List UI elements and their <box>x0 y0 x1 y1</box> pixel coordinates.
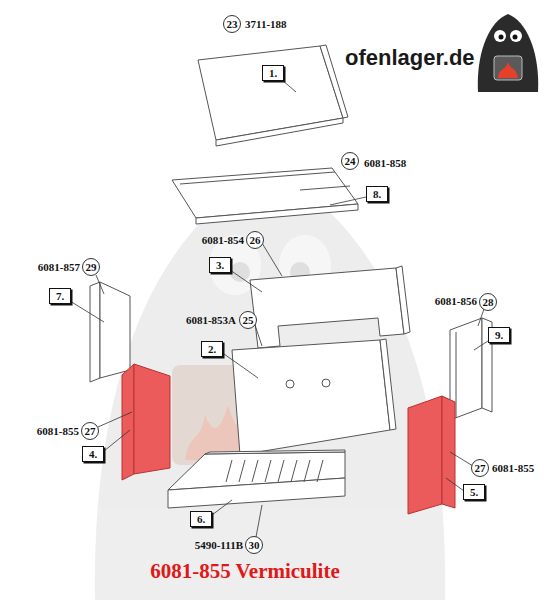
part-number: 6081-855 <box>37 425 79 437</box>
part-position-box: 7. <box>49 288 71 304</box>
callout-number: 23 <box>223 15 241 33</box>
position-number: 4. <box>89 449 97 460</box>
callout-number: 27 <box>475 463 486 474</box>
part-number: 6081-854 <box>202 234 244 246</box>
part-position-box: 6. <box>190 511 212 527</box>
logo-mascot <box>478 14 538 92</box>
position-number: 1. <box>269 68 277 79</box>
callout-number: 25 <box>239 311 257 329</box>
part-number: 6081-856 <box>435 295 477 307</box>
part-position-box: 3. <box>209 257 231 273</box>
rear-lower-panel <box>232 339 396 455</box>
logo-text: ofenlager.de <box>345 46 475 70</box>
callout-number: 28 <box>483 297 494 308</box>
callout-number: 23 <box>227 19 238 30</box>
position-number: 7. <box>56 291 64 302</box>
part-position-box: 4. <box>82 446 104 462</box>
part-number: 6081-857 <box>38 261 80 273</box>
right-upper-side-panel <box>450 318 492 420</box>
part-number: 3711-188 <box>245 18 287 30</box>
top-baffle-plate <box>198 45 348 146</box>
rear-upper-panel <box>250 266 410 348</box>
baffle-beam <box>172 168 358 224</box>
part-number: 6081-855 <box>492 462 534 474</box>
position-number: 3. <box>216 260 224 271</box>
part-number: 6081-858 <box>364 157 406 169</box>
grate-slot <box>278 460 284 482</box>
grate-slot <box>239 460 245 482</box>
part-position-box: 2. <box>201 341 223 357</box>
highlighted-side-brick <box>408 396 455 514</box>
callout-number: 30 <box>249 540 260 551</box>
grate-slot <box>226 460 232 482</box>
position-number: 8. <box>373 189 381 200</box>
part-position-box: 5. <box>463 484 485 500</box>
part-number: 6081-853A <box>186 314 236 326</box>
callout-number: 27 <box>85 426 96 437</box>
part-position-box: 8. <box>366 186 388 202</box>
part-number: 5490-111B <box>195 539 243 551</box>
grate-slot <box>252 460 258 482</box>
callout-number: 30 <box>245 536 263 554</box>
grate-slot <box>317 460 323 482</box>
grate-slot <box>291 460 297 482</box>
caption: 6081-855 Vermiculite <box>150 560 340 583</box>
callout-number: 24 <box>341 152 359 170</box>
callout-number: 26 <box>250 235 261 246</box>
grate-slot <box>304 460 310 482</box>
grate-tray <box>168 450 345 508</box>
leader-lines <box>70 80 488 537</box>
highlighted-side-brick <box>122 364 170 480</box>
callout-number: 26 <box>246 231 264 249</box>
position-number: 9. <box>495 330 503 341</box>
callout-number: 29 <box>82 258 100 276</box>
part-position-box: 9. <box>488 327 510 343</box>
position-number: 5. <box>470 487 478 498</box>
callout-number: 27 <box>471 459 489 477</box>
watermark-mascot <box>95 170 445 600</box>
callout-number: 29 <box>86 262 97 273</box>
callout-number: 28 <box>479 293 497 311</box>
position-number: 2. <box>208 344 216 355</box>
callout-number: 24 <box>345 156 356 167</box>
callout-number: 25 <box>243 315 254 326</box>
left-upper-side-panel <box>90 282 130 382</box>
grate-slot <box>265 460 271 482</box>
part-position-box: 1. <box>262 65 284 81</box>
callout-number: 27 <box>81 422 99 440</box>
position-number: 6. <box>197 514 205 525</box>
